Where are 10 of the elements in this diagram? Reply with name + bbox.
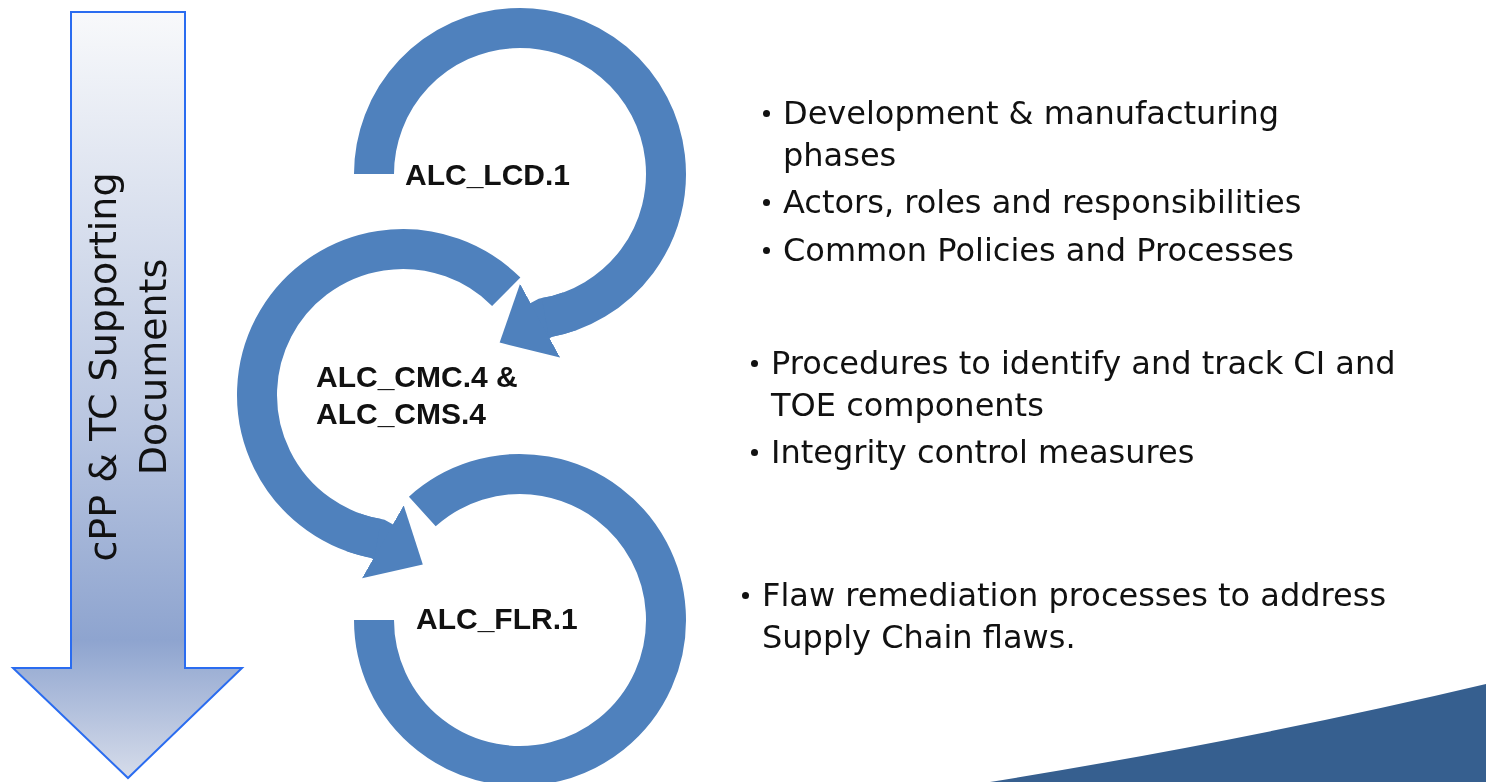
bullet-text: Common Policies and Processes [783, 230, 1295, 271]
ring-label: ALC_LCD.1 [405, 157, 570, 193]
bullet-text: Development & manufacturing phases [783, 93, 1280, 176]
ring-label: ALC_CMC.4 & ALC_CMS.4 [316, 359, 519, 432]
bullet-text: Procedures to identify and track CI and TOE components [771, 343, 1397, 426]
bullet-text: Integrity control measures [771, 432, 1196, 473]
bullet-text: Flaw remediation processes to address Supply Chain flaws. [762, 575, 1388, 658]
arrow-label: cPP & TC Supporting Documents [80, 171, 176, 564]
bullet-text: Actors, roles and responsibilities [783, 182, 1303, 223]
ring-label: ALC_FLR.1 [416, 601, 578, 637]
